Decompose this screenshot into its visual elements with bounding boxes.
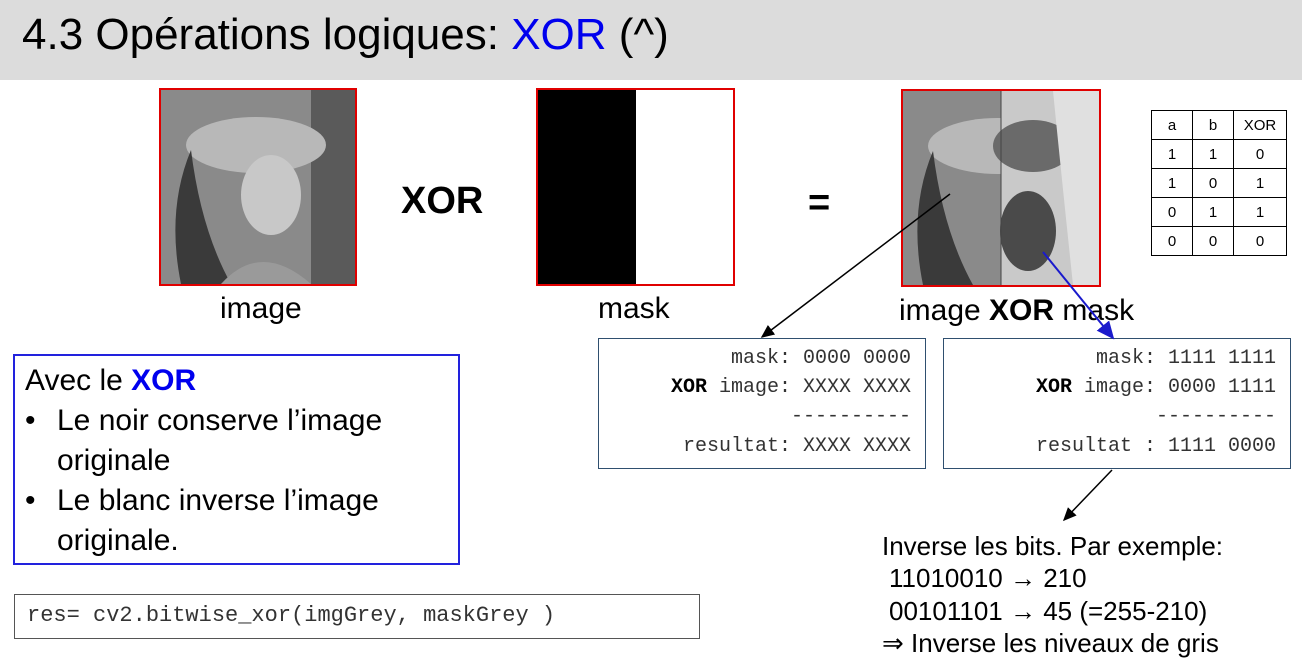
heading-text: Avec le xyxy=(25,364,132,397)
arrow-to-note xyxy=(1062,469,1113,522)
code-command: res= cv2.bitwise_xor(imgGrey, maskGrey ) xyxy=(27,603,556,628)
mask-black-half xyxy=(538,90,636,284)
heading-accent: XOR xyxy=(131,364,197,397)
table-cell: 0 xyxy=(1233,226,1287,256)
xor-operator: XOR xyxy=(401,180,484,222)
code-line: XOR image: 0000 1111 xyxy=(1036,376,1276,399)
box-heading: Avec le XOR xyxy=(25,364,196,398)
equals-operator: = xyxy=(808,182,831,224)
arrow-to-left-example xyxy=(760,193,951,338)
note-line-3: 00101101 → 45 (=255-210) xyxy=(889,596,1208,626)
xor-example-white: mask: 1111 1111 XOR image: 0000 1111 ---… xyxy=(943,338,1291,469)
xor-example-black: mask: 0000 0000 XOR image: XXXX XXXX ---… xyxy=(598,338,926,469)
bullet-text: originale. xyxy=(57,524,179,557)
bullet-text: Le blanc inverse l’image xyxy=(57,484,379,517)
table-row: 1 1 0 xyxy=(1151,139,1287,169)
code-command-box: res= cv2.bitwise_xor(imgGrey, maskGrey ) xyxy=(14,594,700,639)
result-graphic xyxy=(903,91,1099,285)
mask-caption: mask xyxy=(598,292,670,325)
title-accent: XOR xyxy=(511,10,607,59)
result-caption-b: XOR xyxy=(989,294,1055,327)
original-image xyxy=(159,88,357,286)
mask-image xyxy=(536,88,735,286)
code-line: resultat: XXXX XXXX xyxy=(682,435,911,458)
result-image xyxy=(901,89,1101,287)
code-line: resultat : 1111 0000 xyxy=(1035,435,1276,458)
code-keyword: XOR xyxy=(670,376,707,399)
bullet-text: Le noir conserve l’image xyxy=(57,404,383,437)
table-cell: 1 xyxy=(1151,168,1193,198)
code-line: mask: 1111 1111 xyxy=(1095,347,1276,370)
table-cell: 1 xyxy=(1192,139,1234,169)
table-cell: 1 xyxy=(1233,197,1287,227)
portrait-graphic xyxy=(161,90,355,284)
note-line-1: Inverse les bits. Par exemple: xyxy=(882,531,1224,561)
title-bar: 4.3 Opérations logiques: XOR (^) xyxy=(0,0,1302,80)
code-text: image: XXXX XXXX xyxy=(706,376,911,399)
table-row: 1 0 1 xyxy=(1151,168,1287,198)
code-line: ---------- xyxy=(790,405,911,428)
title-suffix: (^) xyxy=(606,10,669,59)
code-line: XOR image: XXXX XXXX xyxy=(671,376,911,399)
slide-title: 4.3 Opérations logiques: XOR (^) xyxy=(22,10,669,60)
code-text: image: 0000 1111 xyxy=(1071,376,1276,399)
bullet-icon: • xyxy=(25,484,36,517)
table-cell: 0 xyxy=(1192,226,1234,256)
code-line: ---------- xyxy=(1155,405,1276,428)
code-line: mask: 0000 0000 xyxy=(730,347,911,370)
image-caption: image xyxy=(220,292,302,325)
note-line-2: 11010010 → 210 xyxy=(889,563,1087,593)
result-caption-a: image xyxy=(899,294,990,327)
table-cell: 0 xyxy=(1151,197,1193,227)
table-row: 0 0 0 xyxy=(1151,226,1287,256)
arrow-to-right-example xyxy=(1042,251,1115,340)
bullet-text: originale xyxy=(57,444,171,477)
xor-explanation-box: Avec le XOR • Le noir conserve l’image o… xyxy=(13,354,460,565)
title-prefix: 4.3 Opérations logiques: xyxy=(22,10,512,59)
truth-table: a b XOR 1 1 0 1 0 1 0 1 1 0 0 0 xyxy=(1151,110,1287,256)
bullet-icon: • xyxy=(25,404,36,437)
note-line-4: ⇒ Inverse les niveaux de gris xyxy=(882,628,1219,658)
code-keyword: XOR xyxy=(1035,376,1072,399)
table-cell: 1 xyxy=(1233,168,1287,198)
